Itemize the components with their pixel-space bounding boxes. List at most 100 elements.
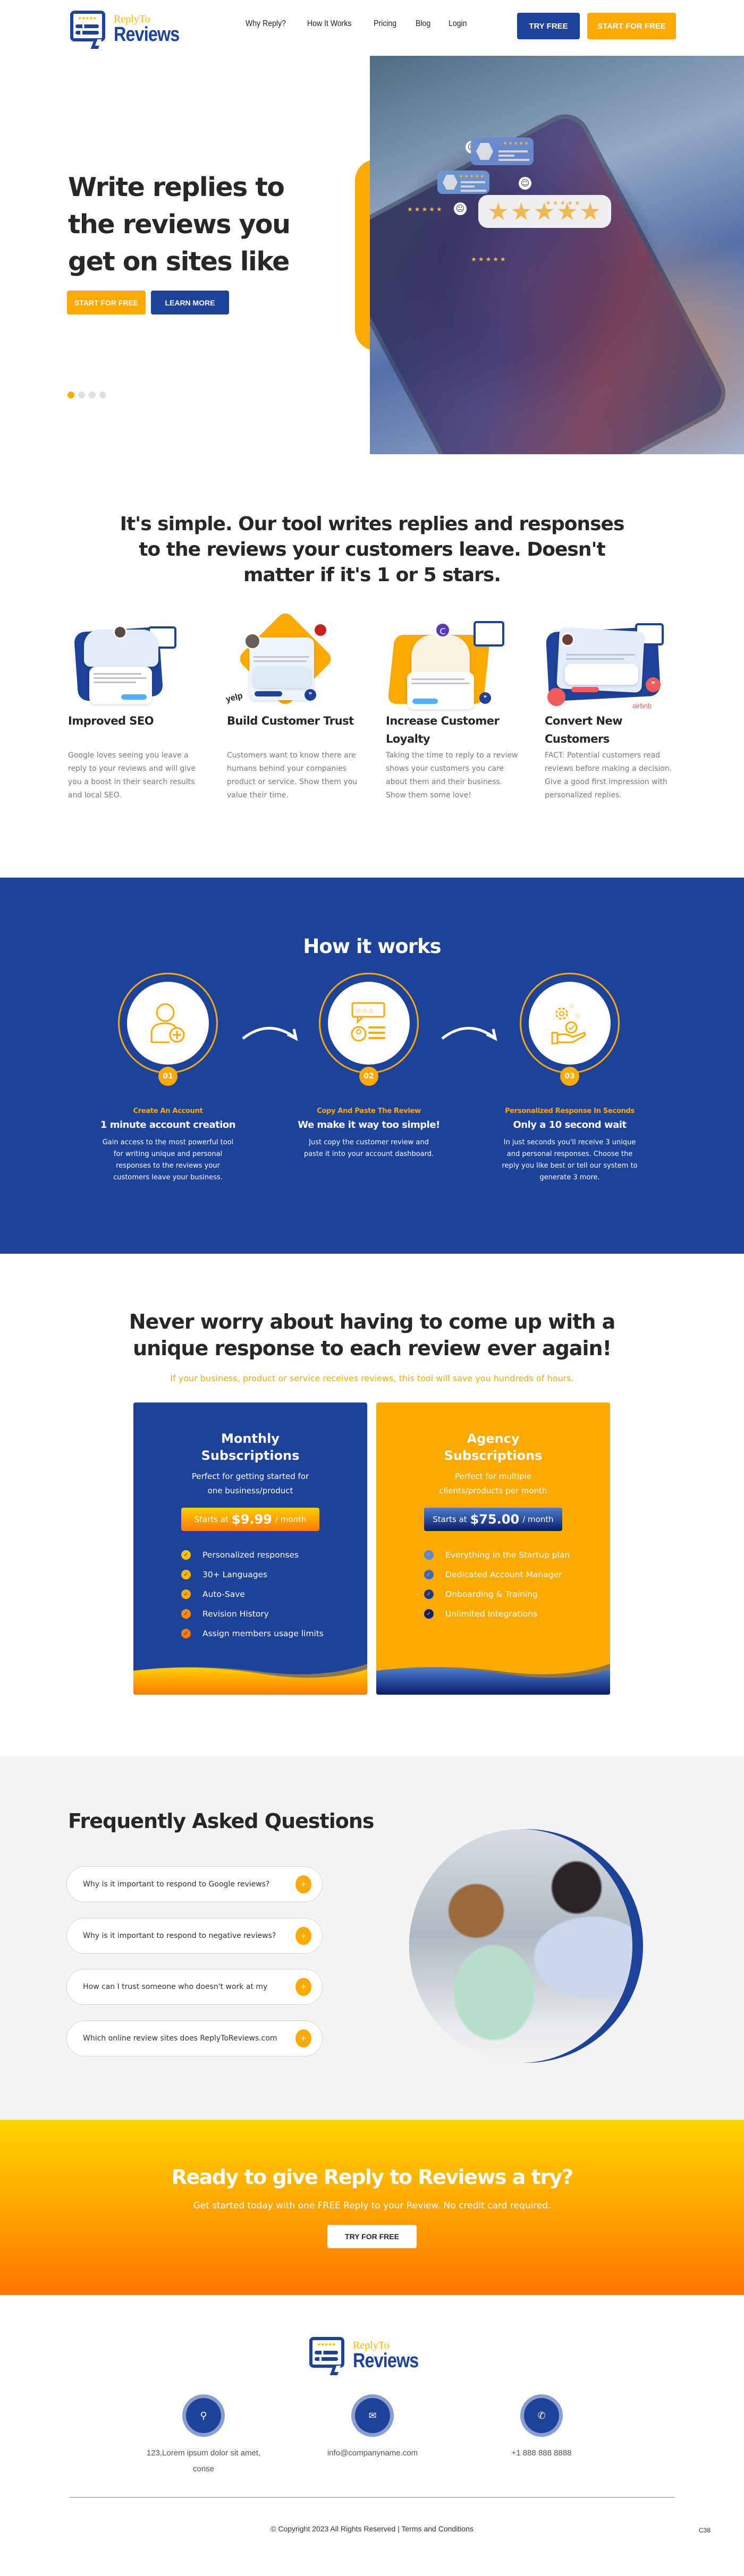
try-free-button[interactable]: TRY FREE [517, 13, 580, 39]
logo-mark-icon: ★★★★★ [68, 8, 111, 50]
step-kicker: Copy And Paste The Review [317, 1107, 421, 1115]
plan-feature: ✓30+ Languages [181, 1565, 367, 1584]
wave-decoration [376, 1664, 610, 1695]
plan-desc: Perfect for getting started for one busi… [191, 1472, 309, 1495]
review-copy-icon: ☆☆☆ [351, 1002, 385, 1042]
step-number: 03 [560, 1067, 579, 1086]
feature-desc: Taking the time to reply to a review sho… [386, 751, 518, 800]
plan-price-badge[interactable]: Starts at $9.99 / month [181, 1508, 319, 1531]
step-kicker: Personalized Response In Seconds [505, 1107, 635, 1115]
airbnb-review-illustration-icon: ❞ airbnb [545, 614, 667, 710]
arrow-right-icon [441, 1027, 497, 1041]
logo-text-small: ReplyTo [114, 13, 150, 25]
slider-dot-1[interactable] [67, 392, 74, 398]
plan-feature: ✓Unlimited Integrations [424, 1604, 610, 1623]
slider-dot-3[interactable] [89, 392, 96, 398]
faq-title: Frequently Asked Questions [68, 1809, 375, 1833]
nav-login[interactable]: Login [449, 19, 467, 28]
slider-dot-4[interactable] [99, 392, 106, 398]
feature-title: Increase Customer Loyalty [386, 715, 500, 745]
footer-logo[interactable]: ★★★★★ ReplyTo Reviews [307, 2335, 430, 2376]
star-row-1: ★★★★★ [407, 206, 444, 213]
five-star-rating-bubble: ★★★★★ [478, 195, 611, 228]
plan-price-badge[interactable]: Starts at $75.00 / month [424, 1508, 562, 1531]
check-icon: ✓ [181, 1628, 191, 1638]
check-icon: ✓ [424, 1550, 434, 1560]
step-1: Create An Account 1 minute account creat… [78, 1107, 258, 1184]
plan-feature: ✓Auto-Save [181, 1584, 367, 1604]
phone-shape [370, 111, 729, 454]
mail-icon: ✉ [355, 2398, 390, 2433]
step-number: 01 [158, 1067, 177, 1086]
step-kicker: Create An Account [133, 1107, 203, 1115]
cta-title: Ready to give Reply to Reviews a try? [171, 2165, 573, 2189]
plan-features: ✓Personalized responses ✓30+ Languages ✓… [181, 1545, 367, 1643]
svg-text:☆: ☆ [574, 1012, 580, 1019]
plan-price: $75.00 [470, 1512, 520, 1527]
slider-dot-2[interactable] [78, 392, 85, 398]
start-for-free-header-button[interactable]: START FOR FREE [587, 13, 676, 39]
svg-text:☆: ☆ [569, 1002, 575, 1010]
plan-feature: ✓Assign members usage limits [181, 1623, 367, 1643]
feature-card-trust: ❞ yelp Build Customer Trust Customers wa… [225, 610, 360, 802]
logo[interactable]: ★★★★★ ReplyTo Reviews [68, 8, 191, 50]
check-icon: ✓ [424, 1609, 434, 1619]
logo-text-small: ReplyTo [353, 2340, 390, 2351]
faq-photo [409, 1829, 643, 2063]
faq-question: Why is it important to respond to Google… [83, 1880, 270, 1889]
pricing-heading: Never worry about having to come up with… [129, 1310, 616, 1360]
faq-item[interactable]: Why is it important to respond to negati… [66, 1918, 323, 1954]
cta-section: Ready to give Reply to Reviews a try? Ge… [0, 2120, 744, 2295]
plan-monthly[interactable]: Monthly Subscriptions Perfect for gettin… [133, 1402, 367, 1695]
step-3-ring: ☆ ☆ [520, 973, 620, 1074]
contact-email: ✉ info@companyname.com [314, 2394, 431, 2461]
nav-pricing[interactable]: Pricing [374, 19, 397, 28]
step-2: Copy And Paste The Review We make it way… [278, 1107, 459, 1160]
plus-icon[interactable]: + [295, 1978, 311, 1996]
google-review-illustration-icon [68, 614, 190, 707]
plan-features: ✓Everything in the Startup plan ✓Dedicat… [424, 1545, 610, 1623]
review-bubble-2: ★★★★★ [437, 171, 489, 194]
hero-title: Write replies to the reviews you get on … [68, 172, 291, 277]
plan-feature: ✓Onboarding & Training [424, 1584, 610, 1604]
check-icon: ✓ [181, 1589, 191, 1599]
faq-item[interactable]: Why is it important to respond to Google… [66, 1866, 323, 1902]
step-title: Only a 10 second wait [513, 1119, 627, 1130]
star-row-2: ★★★★★ [545, 199, 582, 207]
contact-email-text[interactable]: info@companyname.com [327, 2449, 418, 2458]
neutral-face-icon: 😐 [454, 202, 467, 215]
wave-decoration [133, 1664, 367, 1695]
plus-icon[interactable]: + [295, 1875, 311, 1893]
two-women-photo [409, 1829, 632, 2063]
logo-text-big: Reviews [114, 23, 180, 46]
nav-how-it-works[interactable]: How It Works [307, 19, 352, 28]
faq-question: Why is it important to respond to negati… [83, 1932, 276, 1940]
hero-start-for-free-button[interactable]: START FOR FREE [67, 291, 146, 314]
plan-desc: Perfect for multiple clients/products pe… [439, 1472, 547, 1495]
step-2-ring: ☆☆☆ [319, 973, 419, 1074]
logo-text-big: Reviews [353, 2350, 419, 2372]
nav-blog[interactable]: Blog [415, 19, 431, 28]
faq-item[interactable]: Which online review sites does ReplyToRe… [66, 2020, 323, 2056]
nav-why-reply[interactable]: Why Reply? [246, 19, 286, 28]
faq-item[interactable]: How can I trust someone who doesn't work… [66, 1969, 323, 2005]
feature-desc: Google loves seeing you leave a reply to… [68, 751, 196, 800]
copyright-text[interactable]: © Copyright 2023 All Rights Reserved | T… [270, 2524, 474, 2533]
try-for-free-button[interactable]: TRY FOR FREE [327, 2225, 417, 2248]
hero-learn-more-button[interactable]: LEARN MORE [151, 291, 229, 314]
contact-phone-text[interactable]: +1 888 888 8888 [511, 2449, 572, 2458]
plan-agency[interactable]: Agency Subscriptions Perfect for multipl… [376, 1402, 610, 1695]
step-title: We make it way too simple! [298, 1119, 440, 1130]
intro-heading: It's simple. Our tool writes replies and… [120, 513, 625, 586]
contact-phone: ✆ +1 888 888 8888 [483, 2394, 600, 2461]
hero-slider-dots [67, 392, 106, 398]
phone-icon: ✆ [524, 2398, 559, 2433]
gear-hand-icon: ☆ ☆ [551, 1002, 586, 1044]
contact-address-text: 123,Lorem ipsum dolor sit amet, conse [146, 2449, 261, 2473]
step-number: 02 [359, 1067, 378, 1086]
faq-question: How can I trust someone who doesn't work… [83, 1983, 268, 1991]
svg-text:☆☆☆: ☆☆☆ [356, 1007, 374, 1015]
plus-icon[interactable]: + [295, 1927, 311, 1945]
feature-desc: FACT: Potential customers read reviews b… [545, 751, 672, 800]
plus-icon[interactable]: + [295, 2029, 311, 2047]
